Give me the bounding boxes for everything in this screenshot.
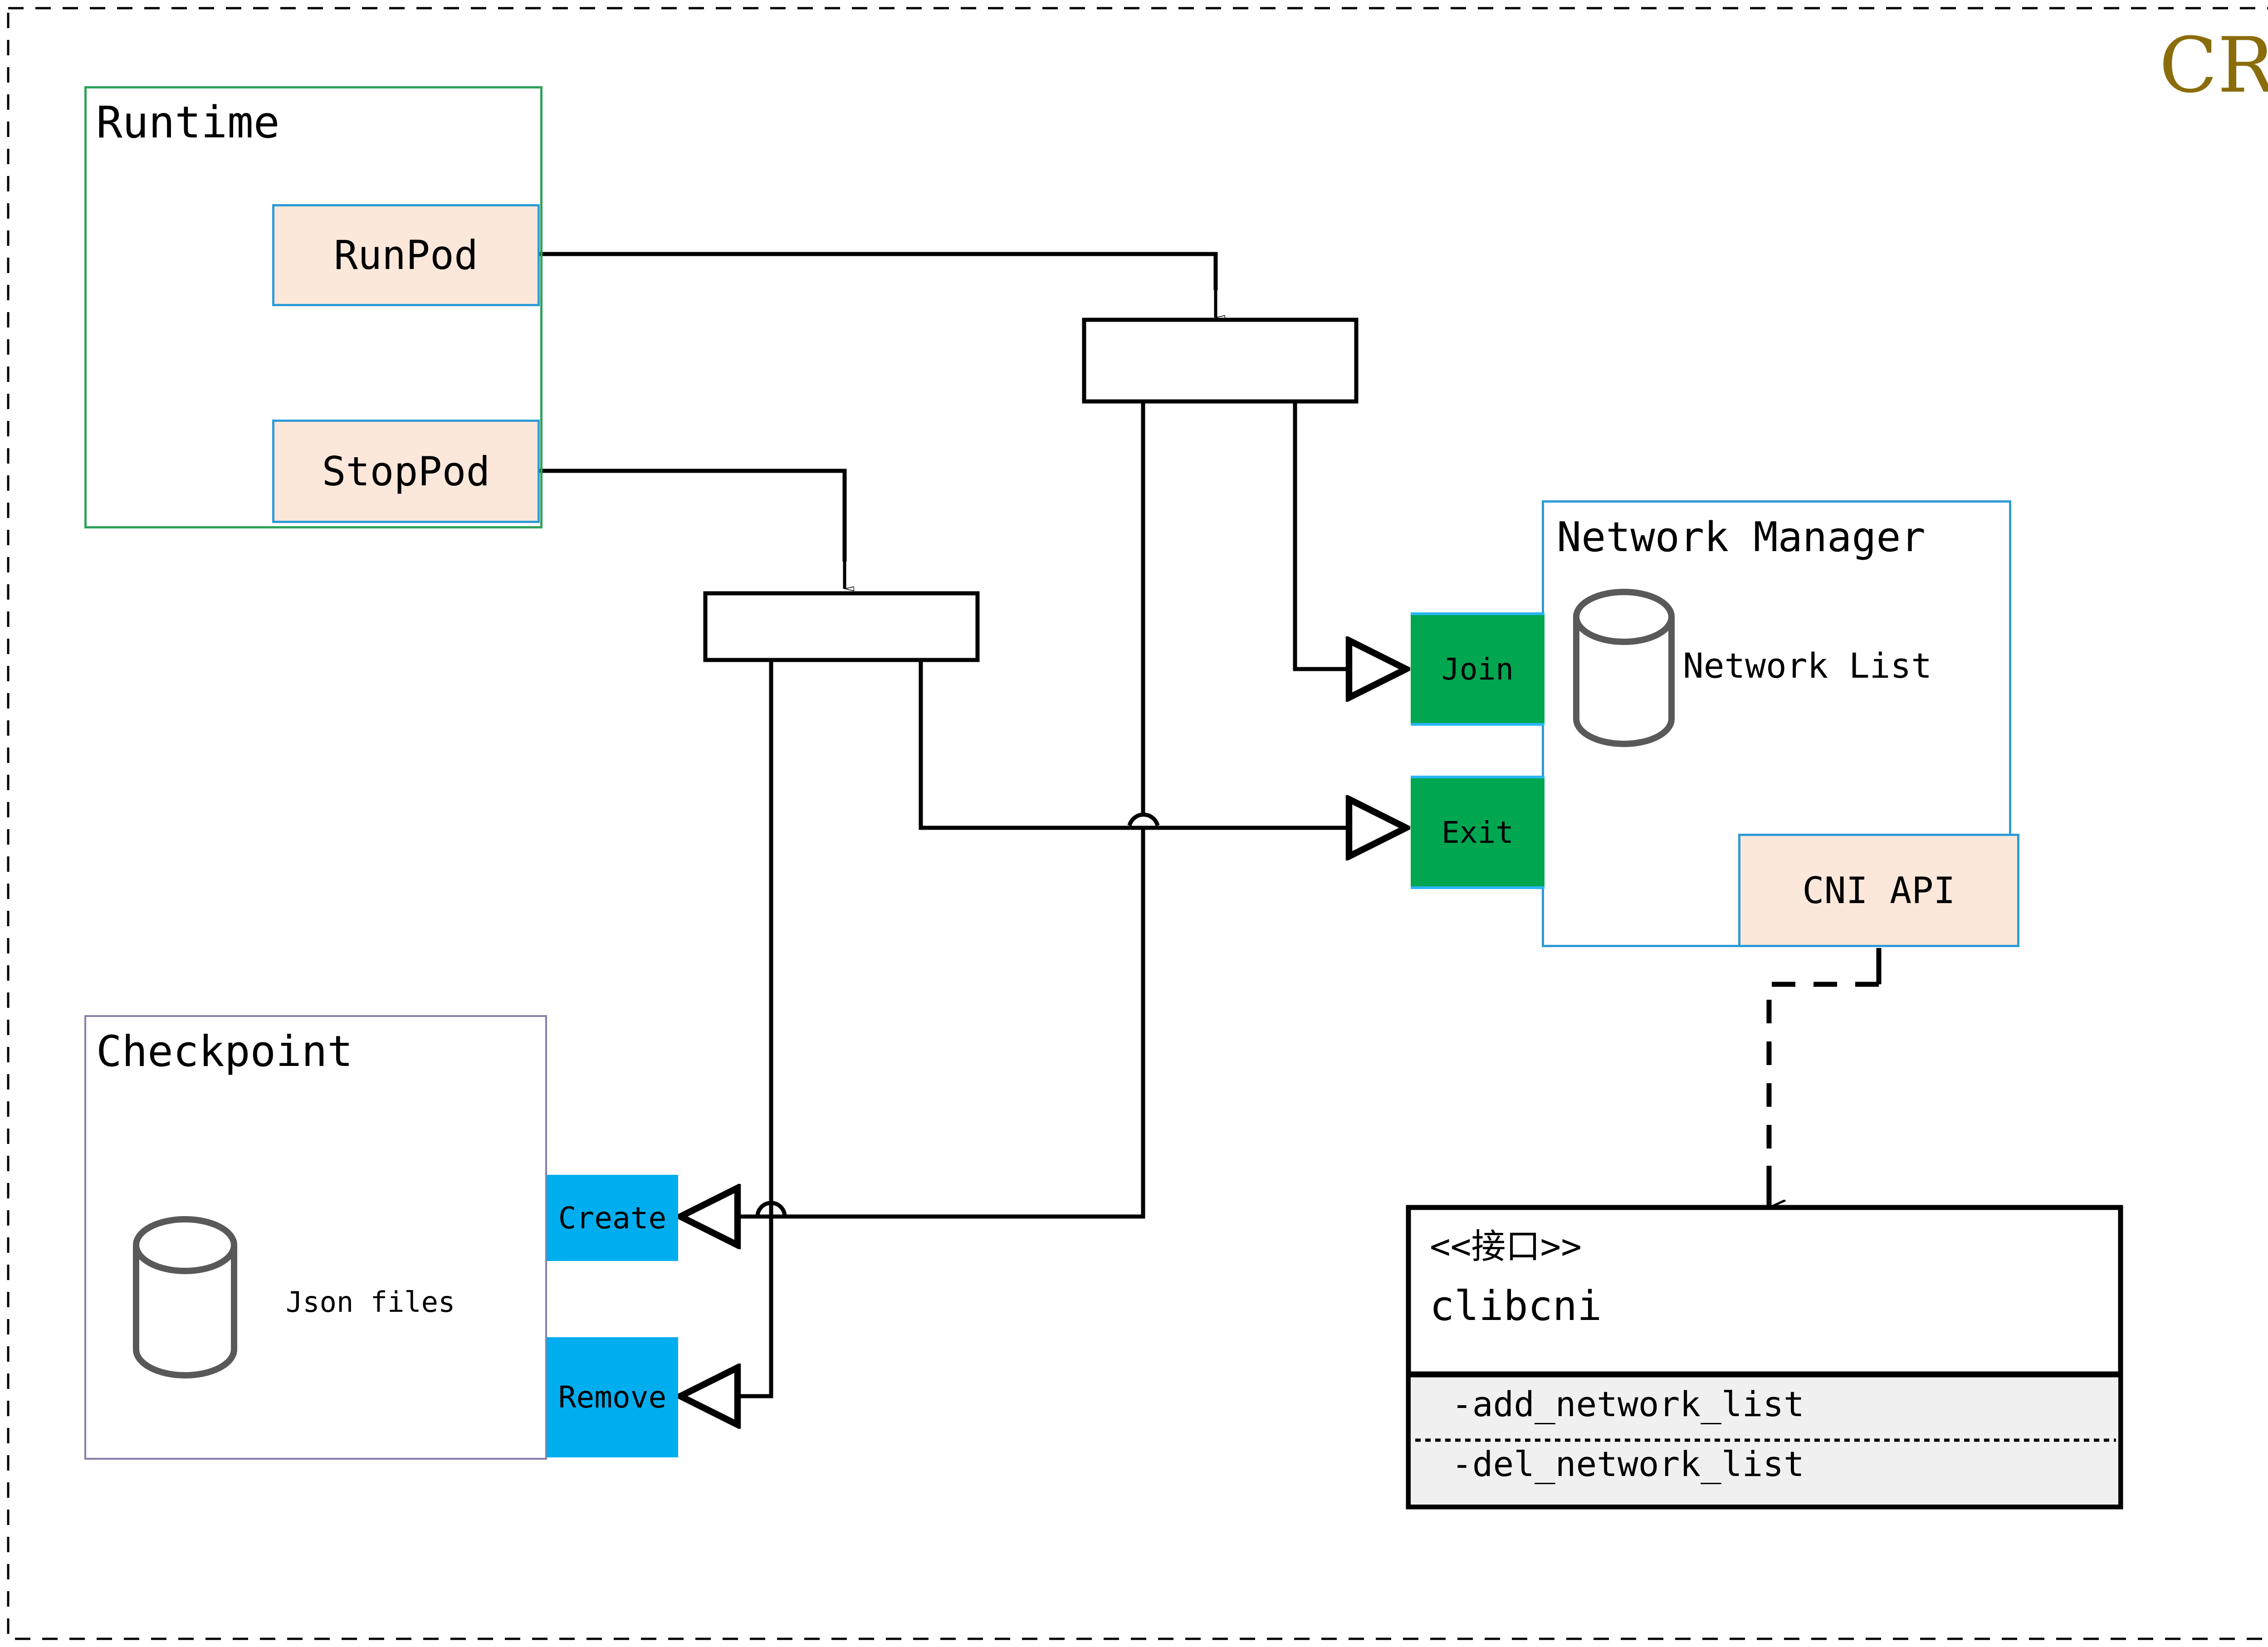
op-stoppod-label: StopPod [322,448,490,495]
edge-fork-runpod-to-join [1293,401,1383,671]
line-hop-create [755,1201,787,1217]
container-network-manager-label: Network Manager [1557,513,1926,561]
outer-frame [7,7,2268,1640]
network-list-cylinder-icon [1573,589,1675,747]
op-runpod-label: RunPod [334,232,478,279]
op-join-label: Join [1442,651,1514,687]
json-files-cylinder-icon [133,1216,237,1378]
edge-fork-stoppod-to-exit [919,660,1383,830]
fork-bar-stoppod [703,591,980,662]
edge-fork-stoppod-to-remove [703,660,773,1398]
cni-api-label: CNI API [1802,869,1955,912]
json-files-label: Json files [286,1285,455,1319]
clibcni-name: clibcni [1430,1282,1602,1330]
op-exit-label: Exit [1442,815,1514,850]
container-runtime [84,86,543,528]
fork-bar-runpod [1082,318,1359,404]
container-checkpoint [84,1015,547,1460]
op-stoppod: StopPod [272,420,540,523]
op-create-label: Create [558,1200,667,1236]
container-runtime-label: Runtime [96,97,280,148]
edge-stoppod-to-fork [540,469,847,562]
op-runpod: RunPod [272,204,540,306]
edge-runpod-to-fork [540,252,1218,290]
clibcni-method-add: -add_network_list [1452,1384,1804,1424]
op-remove: Remove [547,1337,678,1457]
page-title: CRI [2159,21,2268,110]
op-join: Join [1411,612,1545,726]
op-remove-label: Remove [558,1380,667,1415]
clibcni-method-del: -del_network_list [1452,1444,1804,1484]
clibcni-stereotype: <<接口>> [1430,1226,1582,1266]
cni-api-box: CNI API [1738,834,2019,947]
network-list-label: Network List [1683,645,1932,686]
container-checkpoint-label: Checkpoint [96,1027,353,1076]
op-exit: Exit [1411,776,1545,889]
edge-cniapi-to-clibcni [1766,982,1879,1179]
edge-fork-runpod-to-create [703,401,1145,1219]
line-hop-exit [1127,812,1160,826]
op-create: Create [547,1175,678,1261]
